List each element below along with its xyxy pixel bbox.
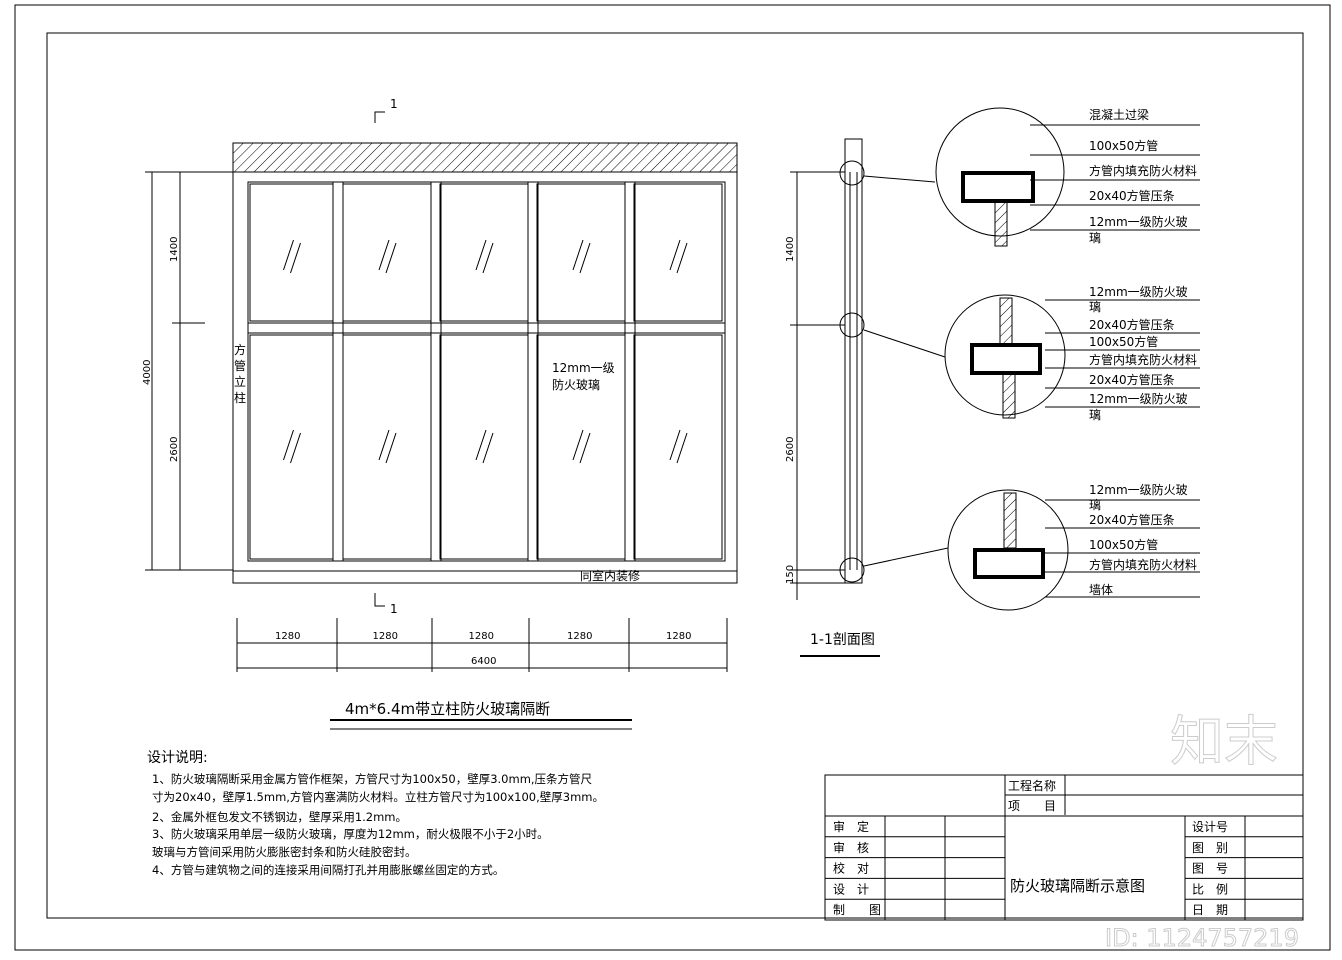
- detail-label: 方管内填充防火材料: [1089, 557, 1197, 572]
- elevation-view: 1 1 方 管 立 柱 12mm一级 防火玻璃 同室内装修 4000 1400 …: [142, 97, 738, 730]
- note-line: 4、方管与建筑物之间的连接采用间隔打孔并用膨胀螺丝固定的方式。: [152, 863, 504, 877]
- title-block-field-label: 图 别: [1192, 841, 1228, 855]
- glass-panel: [342, 183, 432, 322]
- section-dim-bottom: 2600: [785, 437, 796, 462]
- title-block-field-label: 设计号: [1192, 820, 1228, 834]
- inner-border: [46, 32, 1304, 919]
- column-label: 管: [234, 358, 246, 373]
- section-mark-bottom: 1: [390, 602, 398, 616]
- detail-label: 方管内填充防火材料: [1089, 163, 1197, 178]
- note-line: 寸为20x40，壁厚1.5mm,方管内塞满防火材料。立柱方管尺寸为100x100…: [152, 790, 604, 804]
- watermark-logo: 知末: [1170, 710, 1278, 773]
- detail-label: 璃: [1089, 498, 1101, 512]
- watermark-id: ID: 1124757219: [1105, 924, 1299, 952]
- column-label: 柱: [234, 390, 246, 405]
- dim-total-width: 6400: [471, 656, 496, 667]
- detail-label: 12mm一级防火玻: [1089, 482, 1188, 497]
- glass-hatch-mark: [378, 429, 397, 464]
- dim-panel-width: 1280: [275, 631, 300, 642]
- inner-frame: [247, 181, 726, 562]
- dim-top-height: 1400: [169, 237, 180, 262]
- glass-panel: [633, 334, 723, 560]
- glass-hatch-mark: [378, 239, 397, 274]
- watermark: 知末 ID: 1124757219: [1105, 710, 1300, 953]
- detail-label: 璃: [1089, 231, 1101, 245]
- detail-label: 墙体: [1089, 583, 1113, 597]
- outer-border: [14, 4, 1331, 951]
- detail-label: 方管内填充防火材料: [1089, 352, 1197, 367]
- note-line: 3、防火玻璃采用单层一级防火玻璃，厚度为12mm，耐火极限不小于2小时。: [152, 827, 549, 841]
- elevation-title: 4m*6.4m带立柱防火玻璃隔断: [345, 700, 550, 718]
- title-block: 审 定设计号审 核图 别校 对图 号设 计比 例制 图日 期 工程名称 项 目 …: [824, 774, 1304, 921]
- drawing-title: 防火玻璃隔断示意图: [1010, 877, 1145, 895]
- detail-label: 100x50方管: [1089, 138, 1158, 153]
- role-label: 制 图: [833, 903, 881, 917]
- dim-panel-width: 1280: [567, 631, 592, 642]
- concrete-beam: [232, 142, 738, 173]
- glass-hatch-mark: [572, 239, 591, 274]
- glass-panel: [342, 334, 432, 560]
- dim-total-height: 4000: [142, 360, 153, 385]
- section-dim-top: 1400: [785, 237, 796, 262]
- bottom-label: 同室内装修: [580, 568, 640, 583]
- glass-panel: [439, 183, 529, 322]
- detail-label: 100x50方管: [1089, 537, 1158, 552]
- project-name-label: 工程名称: [1008, 778, 1056, 793]
- notes-heading: 设计说明:: [147, 750, 208, 766]
- detail-label: 12mm一级防火玻: [1089, 214, 1188, 229]
- role-label: 设 计: [833, 882, 869, 896]
- dim-bottom-height: 2600: [169, 437, 180, 462]
- title-block-field-label: 日 期: [1192, 903, 1228, 917]
- column-label: 立: [234, 374, 246, 389]
- detail-label: 璃: [1089, 408, 1101, 422]
- title-block-field-label: 比 例: [1192, 882, 1228, 896]
- dim-panel-width: 1280: [666, 631, 691, 642]
- section-dim-base: 150: [785, 565, 796, 584]
- glass-panel: [536, 183, 626, 322]
- column-label: 方: [234, 342, 246, 357]
- role-label: 校 对: [833, 861, 869, 876]
- glass-label: 12mm一级: [552, 361, 615, 375]
- note-line: 玻璃与方管间采用防火膨胀密封条和防火硅胶密封。: [152, 845, 417, 859]
- glass-hatch-mark: [283, 239, 301, 274]
- glass-hatch-mark: [283, 429, 301, 464]
- detail-label: 12mm一级防火玻: [1089, 284, 1188, 299]
- title-block-field-label: 图 号: [1192, 862, 1228, 876]
- glass-panel: [249, 334, 334, 560]
- section-title: 1-1剖面图: [810, 632, 875, 648]
- project-item-label: 项 目: [1008, 799, 1056, 813]
- role-label: 审 核: [833, 840, 869, 855]
- glass-hatch-mark: [669, 429, 688, 464]
- glass-hatch-mark: [475, 429, 494, 464]
- design-notes: 设计说明: 1、防火玻璃隔断采用金属方管作框架，方管尺寸为100x50，壁厚3.…: [147, 750, 604, 877]
- outer-frame: [232, 171, 738, 584]
- glass-panel: [439, 334, 529, 560]
- note-line: 1、防火玻璃隔断采用金属方管作框架，方管尺寸为100x50，壁厚3.0mm,压条…: [152, 772, 593, 786]
- note-line: 2、金属外框包发文不锈钢边，壁厚采用1.2mm。: [152, 810, 407, 824]
- glass-hatch-mark: [475, 239, 494, 274]
- detail-label: 混凝土过梁: [1089, 107, 1149, 122]
- detail-label: 20x40方管压条: [1089, 512, 1175, 527]
- section-view: 1400 2600 150 1-1剖面图 混凝土过梁100x50方管方管内填充防…: [785, 107, 1200, 657]
- detail-label: 100x50方管: [1089, 334, 1158, 349]
- detail-label: 12mm一级防火玻: [1089, 391, 1188, 406]
- glass-panel: [633, 183, 723, 322]
- detail-label: 20x40方管压条: [1089, 188, 1175, 203]
- dim-panel-width: 1280: [373, 631, 398, 642]
- detail-label: 璃: [1089, 300, 1101, 314]
- detail-label: 20x40方管压条: [1089, 317, 1175, 332]
- detail-label: 20x40方管压条: [1089, 372, 1175, 387]
- role-label: 审 定: [833, 819, 869, 834]
- glass-hatch-mark: [572, 429, 591, 464]
- dim-panel-width: 1280: [469, 631, 494, 642]
- glass-panel: [249, 183, 334, 322]
- glass-label: 防火玻璃: [552, 377, 600, 392]
- glass-hatch-mark: [669, 239, 688, 274]
- section-mark-top: 1: [390, 97, 398, 111]
